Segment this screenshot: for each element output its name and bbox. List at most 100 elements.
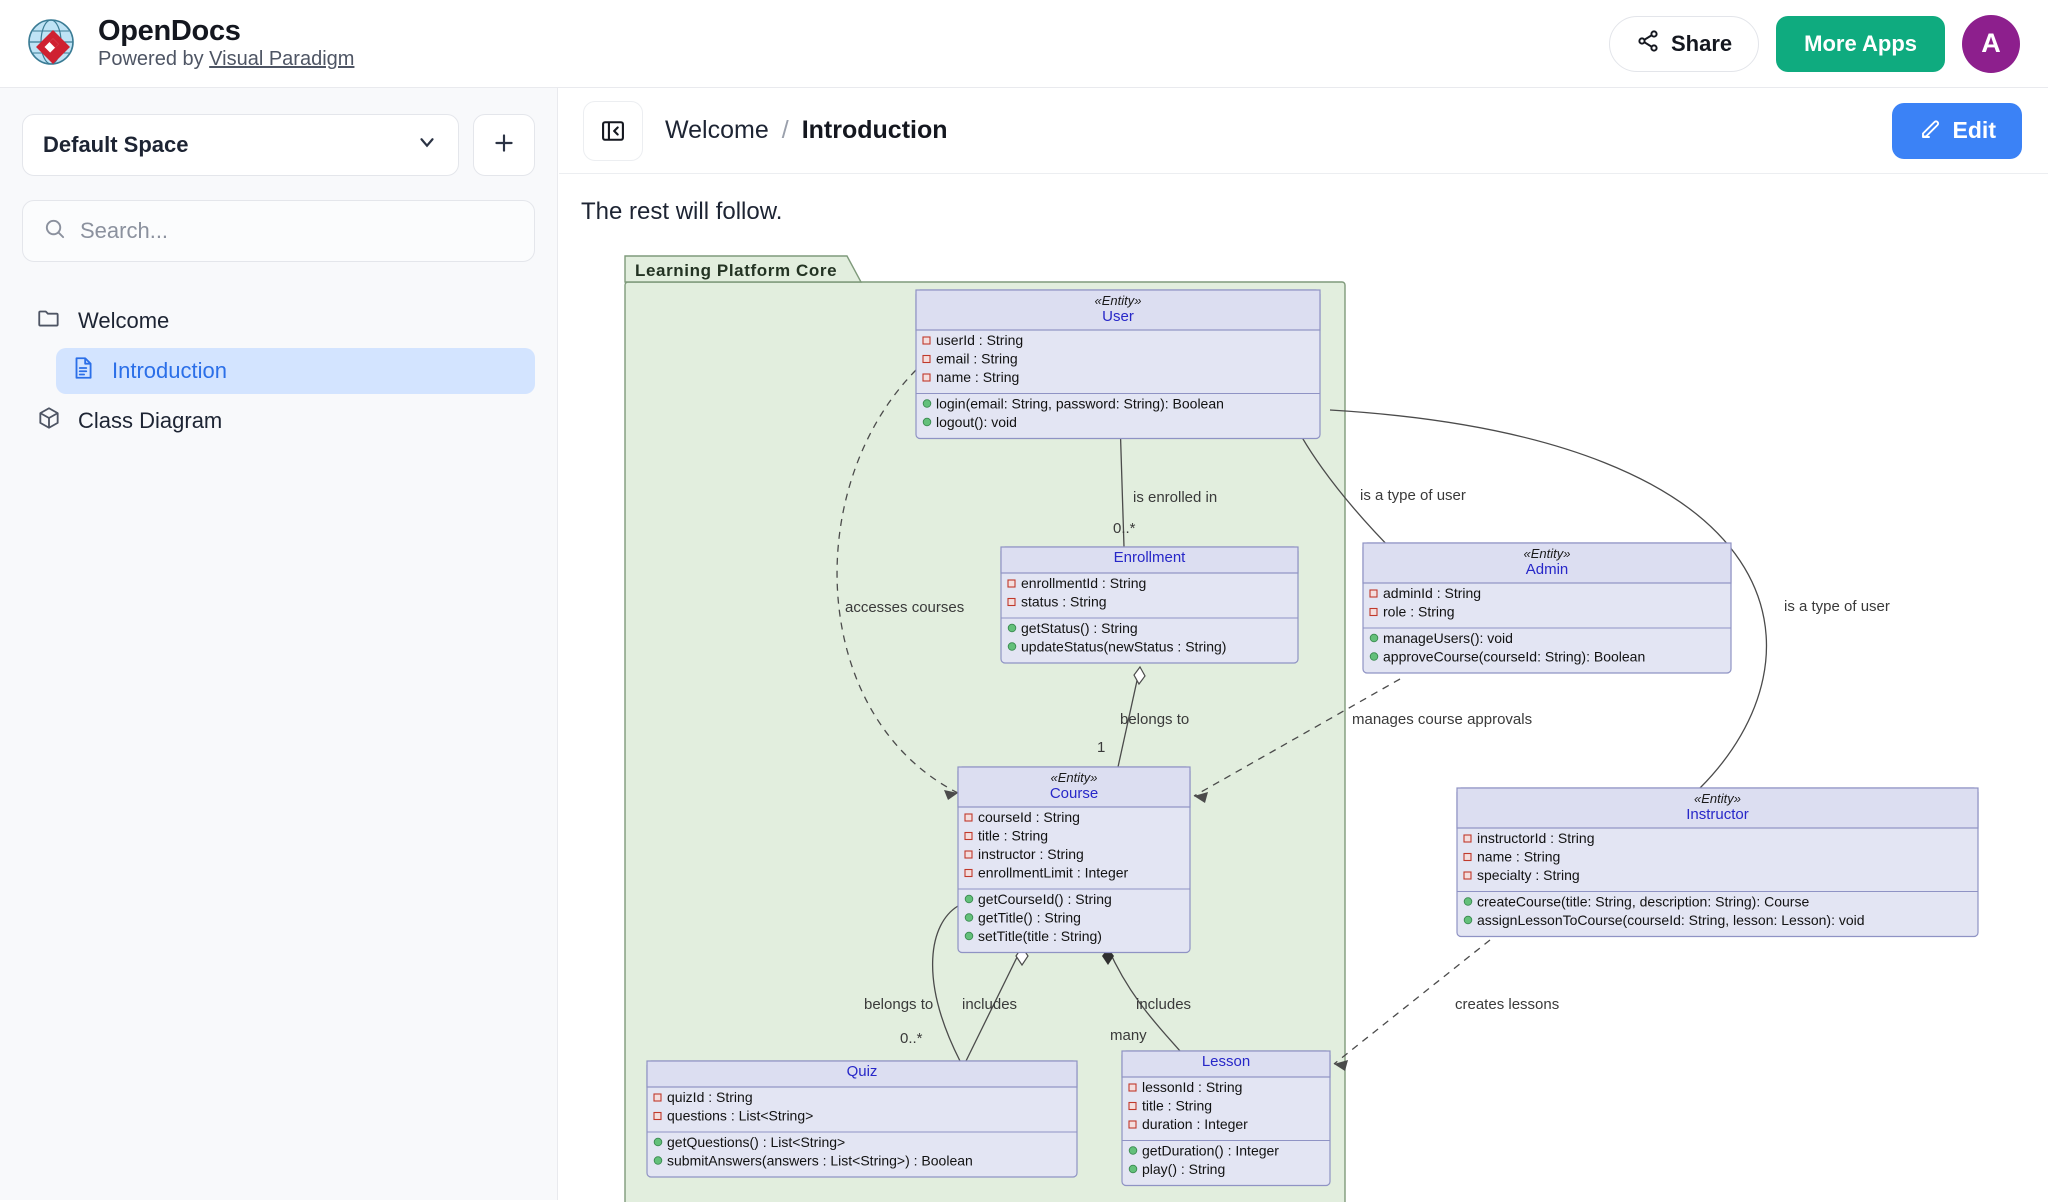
- class-stereotype: «Entity»: [1095, 293, 1142, 308]
- search-icon: [43, 217, 66, 245]
- class-stereotype: «Entity»: [1524, 546, 1571, 561]
- sidebar-item-label: Welcome: [78, 308, 170, 333]
- class-attribute: instructor : String: [978, 846, 1084, 862]
- relationship-label: 0..*: [1113, 520, 1136, 537]
- relationship-label: 0..*: [900, 1030, 923, 1047]
- class-stereotype: «Entity»: [1051, 770, 1098, 785]
- document-icon: [70, 355, 96, 387]
- sidebar-item-welcome[interactable]: Welcome: [22, 298, 535, 344]
- relationship-label: many: [1110, 1027, 1147, 1044]
- class-operation: assignLessonToCourse(courseId: String, l…: [1477, 912, 1865, 928]
- relationship-label: is a type of user: [1360, 487, 1466, 504]
- brand: OpenDocs Powered by Visual Paradigm: [22, 15, 354, 73]
- visual-paradigm-link[interactable]: Visual Paradigm: [209, 48, 355, 71]
- class-name: Admin: [1526, 561, 1569, 578]
- space-row: Default Space: [22, 114, 535, 176]
- add-page-button[interactable]: [473, 114, 535, 176]
- class-name: Quiz: [847, 1063, 878, 1080]
- class-operation: createCourse(title: String, description:…: [1477, 894, 1809, 910]
- class-operation: login(email: String, password: String): …: [936, 396, 1224, 412]
- space-name: Default Space: [43, 132, 189, 157]
- relationship-label: 1: [1097, 739, 1105, 756]
- breadcrumb-current: Introduction: [801, 116, 948, 144]
- class-operation: updateStatus(newStatus : String): [1021, 639, 1226, 655]
- class-name: Lesson: [1202, 1053, 1250, 1070]
- folder-icon: [36, 305, 62, 337]
- relationship-label: belongs to: [1120, 711, 1189, 728]
- class-operation: getTitle() : String: [978, 910, 1081, 926]
- app-title: OpenDocs: [98, 14, 241, 47]
- relationship-label: accesses courses: [845, 599, 964, 616]
- page-tree: Welcome Introduction Class Diagram: [22, 298, 535, 444]
- uml-class-admin: «Entity»Admin adminId : String role : Stri…: [1362, 542, 1732, 674]
- relationship-label: is a type of user: [1784, 598, 1890, 615]
- sidebar-item-label: Introduction: [112, 358, 227, 383]
- breadcrumb-separator: /: [781, 116, 789, 144]
- sidebar-item-class-diagram[interactable]: Class Diagram: [22, 398, 535, 444]
- document-paragraph: The rest will follow.: [581, 198, 783, 225]
- document-body: The rest will follow. Learning Platform …: [559, 174, 2048, 1202]
- class-attribute: title : String: [978, 828, 1048, 844]
- class-attribute: userId : String: [936, 332, 1023, 348]
- search-input[interactable]: [80, 218, 514, 244]
- chevron-down-icon: [416, 131, 438, 159]
- sidebar-item-label: Class Diagram: [78, 408, 223, 433]
- class-attribute: enrollmentLimit : Integer: [978, 865, 1129, 881]
- more-apps-button[interactable]: More Apps: [1776, 15, 1945, 72]
- class-name: User: [1102, 308, 1134, 325]
- relationship-label: includes: [1136, 996, 1191, 1013]
- class-attribute: questions : List<String>: [667, 1108, 813, 1124]
- pencil-icon: [1918, 116, 1942, 146]
- class-attribute: instructorId : String: [1477, 830, 1595, 846]
- main-content: Welcome / Introduction Edit The rest wil…: [559, 88, 2048, 1202]
- share-label: Share: [1670, 30, 1733, 56]
- class-name: Course: [1050, 785, 1098, 802]
- share-button[interactable]: Share: [1608, 15, 1760, 72]
- class-attribute: enrollmentId : String: [1021, 575, 1146, 591]
- class-attribute: name : String: [1477, 849, 1560, 865]
- class-operation: logout(): void: [936, 414, 1017, 430]
- class-operation: getStatus() : String: [1021, 620, 1138, 636]
- uml-class-course: «Entity»Course courseId : String title : S…: [957, 766, 1191, 954]
- class-attribute: adminId : String: [1383, 585, 1481, 601]
- class-attribute: specialty : String: [1477, 867, 1580, 883]
- header-actions: Share More Apps A: [1608, 14, 2020, 73]
- edit-label: Edit: [1952, 117, 1996, 143]
- sidebar: Default Space Welcome Introduc: [0, 88, 558, 1200]
- class-attribute: duration : Integer: [1142, 1116, 1248, 1132]
- globe-diamond-logo-icon: [22, 15, 80, 73]
- avatar[interactable]: A: [1962, 14, 2020, 73]
- class-operation: approveCourse(courseId: String): Boolean: [1383, 649, 1645, 665]
- class-attribute: courseId : String: [978, 809, 1080, 825]
- class-operation: submitAnswers(answers : List<String>) : …: [667, 1153, 973, 1169]
- class-attribute: title : String: [1142, 1098, 1212, 1114]
- breadcrumb: Welcome / Introduction: [665, 116, 948, 145]
- class-attribute: role : String: [1383, 604, 1455, 620]
- relationship-label: manages course approvals: [1352, 711, 1532, 728]
- class-operation: getDuration() : Integer: [1142, 1143, 1279, 1159]
- app-header: OpenDocs Powered by Visual Paradigm Shar…: [0, 0, 2048, 88]
- class-attribute: lessonId : String: [1142, 1079, 1242, 1095]
- relationship-label: creates lessons: [1455, 996, 1559, 1013]
- breadcrumb-bar: Welcome / Introduction Edit: [559, 88, 2048, 174]
- class-name: Enrollment: [1114, 549, 1187, 566]
- class-attribute: status : String: [1021, 594, 1107, 610]
- collapse-panel-icon[interactable]: [583, 100, 643, 161]
- class-name: Instructor: [1686, 806, 1749, 823]
- cube-icon: [36, 405, 62, 437]
- uml-class-enrollment: Enrollment enrollmentId : String status : …: [1000, 546, 1299, 664]
- space-selector[interactable]: Default Space: [22, 114, 459, 176]
- class-attribute: name : String: [936, 369, 1019, 385]
- search-box[interactable]: [22, 200, 535, 262]
- breadcrumb-parent[interactable]: Welcome: [665, 116, 769, 144]
- edit-button[interactable]: Edit: [1891, 102, 2022, 159]
- relationship-label: is enrolled in: [1133, 489, 1217, 506]
- relationship-label: belongs to: [864, 996, 933, 1013]
- sidebar-item-introduction[interactable]: Introduction: [56, 348, 535, 394]
- plus-icon: [491, 130, 517, 161]
- class-operation: manageUsers(): void: [1383, 630, 1513, 646]
